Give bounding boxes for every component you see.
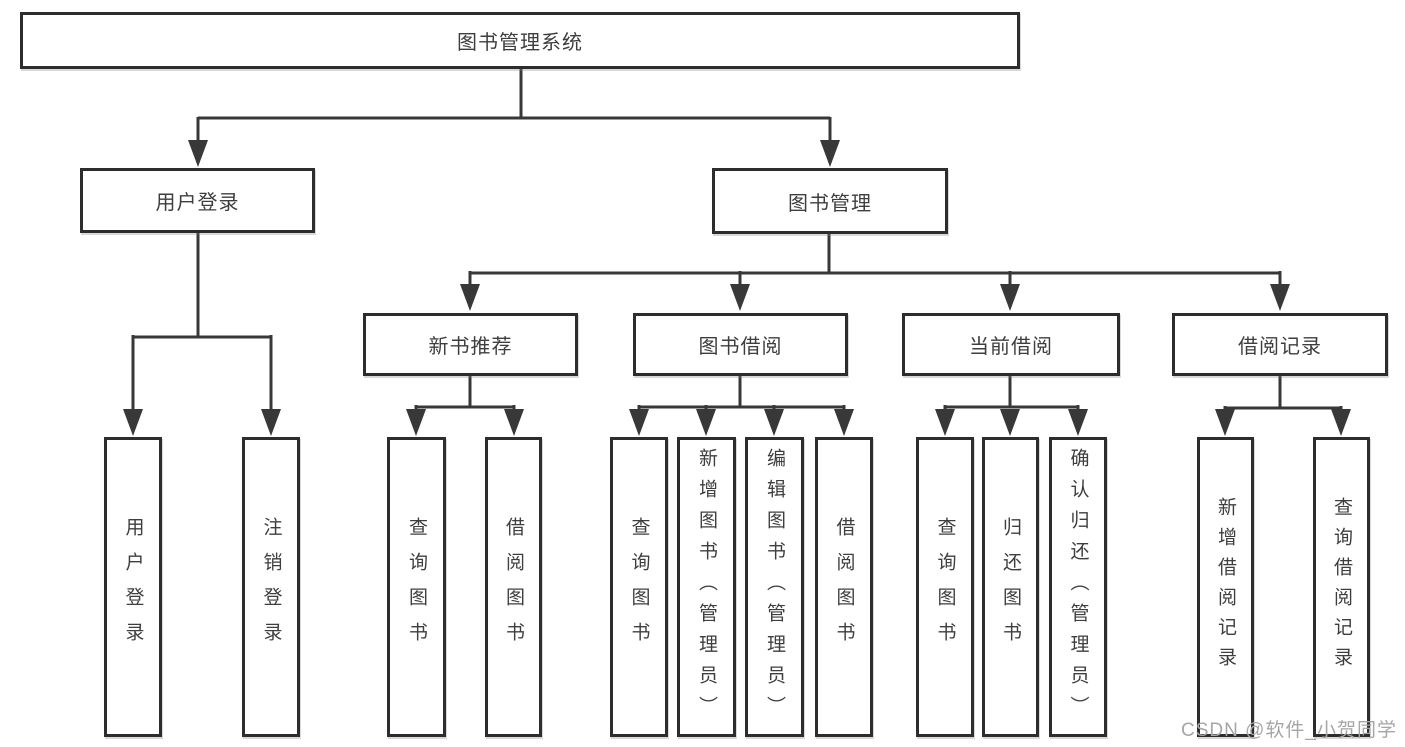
leaf-recommend-borrow-books-label: 借阅图书 [503,517,524,657]
node-borrow-records: 借阅记录 [1172,313,1388,376]
node-book-management-label: 图书管理 [788,192,872,215]
leaf-add-books-admin-label: 新增图书（管理员） [696,447,717,727]
node-book-borrow-label: 图书借阅 [698,336,783,358]
leaf-recommend-query-books-label: 查询图书 [406,517,427,657]
leaf-add-books-admin: 新增图书（管理员） [677,437,736,737]
leaf-add-borrow-record: 新增借阅记录 [1197,437,1254,737]
leaf-logout-label: 注销登录 [260,517,282,657]
leaf-confirm-return-admin-label: 确认归还（管理员） [1067,447,1089,727]
leaf-current-query-books: 查询图书 [916,437,974,737]
leaf-confirm-return-admin: 确认归还（管理员） [1049,437,1107,737]
leaf-return-books-label: 归还图书 [1000,517,1021,657]
leaf-edit-books-admin: 编辑图书（管理员） [745,437,804,737]
leaf-borrow-query-books-label: 查询图书 [628,517,650,657]
leaf-borrow-books-label: 借阅图书 [833,517,855,657]
leaf-current-query-books-label: 查询图书 [934,517,956,657]
node-borrow-records-label: 借阅记录 [1238,336,1322,358]
leaf-user-login-label: 用户登录 [122,517,144,657]
connector-lines [131,68,1343,412]
node-current-borrow: 当前借阅 [902,313,1120,376]
leaf-return-books: 归还图书 [982,437,1039,737]
arrowheads [123,140,1351,436]
node-new-book-recommend: 新书推荐 [363,313,578,376]
leaf-recommend-borrow-books: 借阅图书 [485,437,542,737]
node-book-management: 图书管理 [712,168,948,234]
node-new-book-recommend-label: 新书推荐 [428,336,513,358]
leaf-add-borrow-record-label: 新增借阅记录 [1215,497,1236,677]
node-user-login: 用户登录 [80,168,315,233]
node-user-login-label: 用户登录 [155,192,240,214]
csdn-watermark: CSDN @软件_小贺同学 [1181,720,1397,741]
node-current-borrow-label: 当前借阅 [969,336,1053,358]
leaf-borrow-books: 借阅图书 [815,437,873,737]
node-book-borrow: 图书借阅 [633,313,848,376]
leaf-query-borrow-record-label: 查询借阅记录 [1331,497,1352,677]
leaf-borrow-query-books: 查询图书 [610,437,668,737]
leaf-user-login: 用户登录 [104,437,162,737]
leaf-logout: 注销登录 [242,437,300,737]
leaf-edit-books-admin-label: 编辑图书（管理员） [764,447,785,727]
leaf-recommend-query-books: 查询图书 [387,437,446,737]
node-root-label: 图书管理系统 [457,32,583,54]
leaf-query-borrow-record: 查询借阅记录 [1313,437,1370,737]
node-root: 图书管理系统 [20,12,1020,69]
